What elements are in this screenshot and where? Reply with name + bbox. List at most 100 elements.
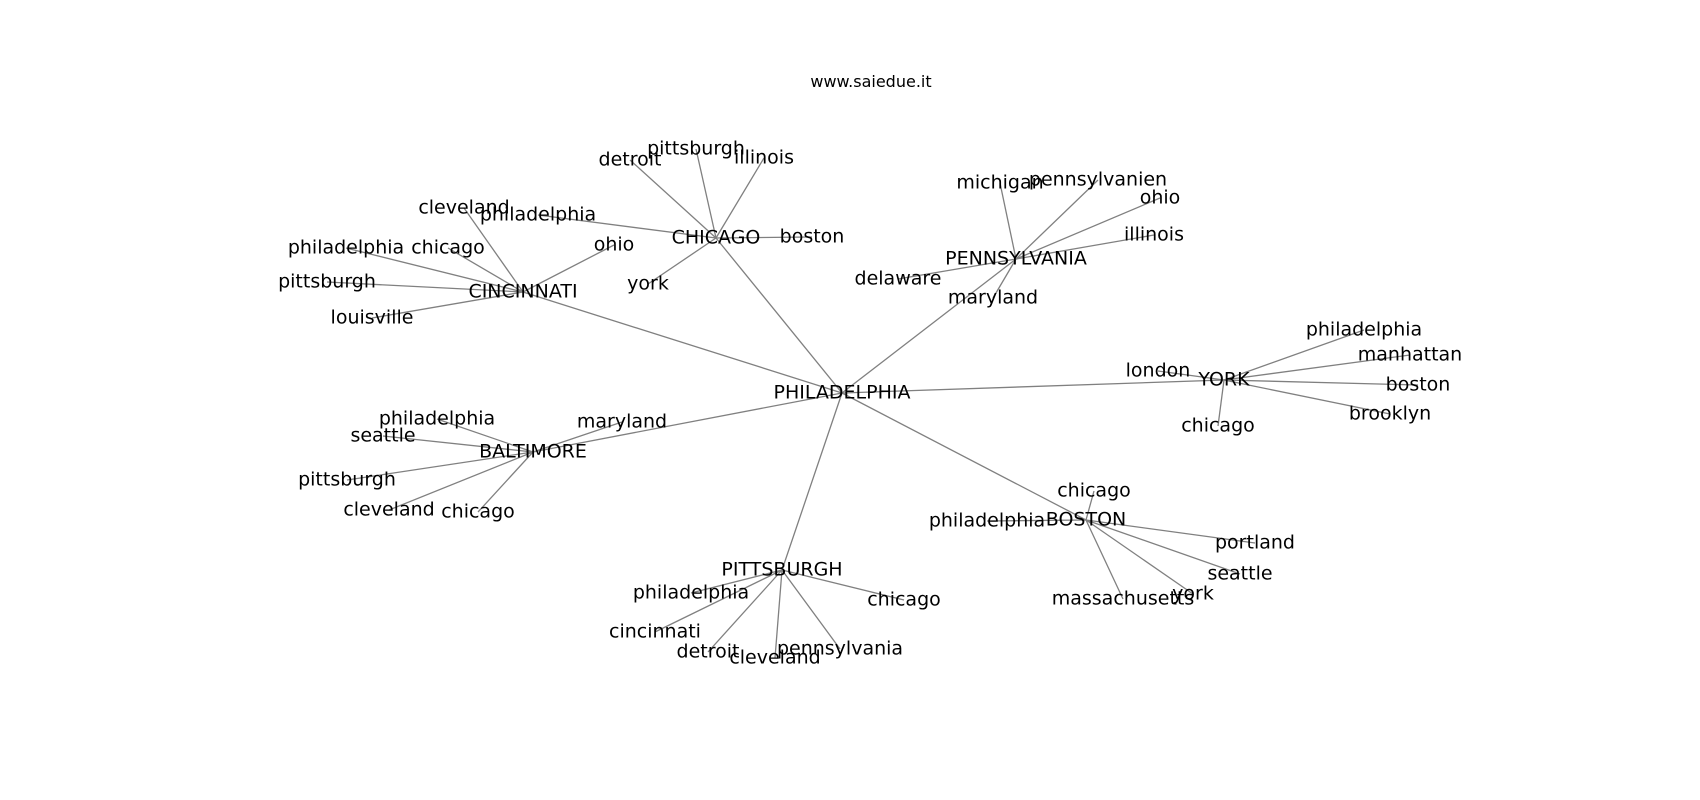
- node-label-pennsylvania-maryland: maryland: [948, 287, 1038, 309]
- edge-cincinnati-louisville: [371, 291, 524, 319]
- node-label-chicago-detroit: detroit: [599, 149, 662, 171]
- edge-pennsylvania-pennsylvanien: [1015, 179, 1099, 260]
- edge-baltimore-philadelphia: [436, 418, 534, 453]
- edge-york-manhattan: [1223, 354, 1411, 381]
- edge-york-chicago: [1217, 379, 1225, 427]
- edge-pittsburgh-detroit: [707, 569, 783, 653]
- edge-pennsylvania-michigan: [999, 182, 1017, 260]
- edge-chicago-illinois: [715, 157, 765, 239]
- node-label-pennsylvania-ohio: ohio: [1140, 187, 1181, 209]
- node-label-baltimore-philadelphia: philadelphia: [379, 408, 495, 430]
- edge-cincinnati-chicago: [447, 247, 524, 293]
- edge-baltimore-pittsburgh: [346, 451, 534, 481]
- node-label-chicago-pittsburgh: pittsburgh: [647, 138, 745, 160]
- edge-boston-massachusetts: [1085, 519, 1124, 600]
- node-label-baltimore-cleveland: cleveland: [343, 499, 434, 521]
- node-label-boston-chicago: chicago: [1057, 480, 1131, 502]
- node-label-hub-baltimore: BALTIMORE: [479, 441, 587, 463]
- edge-chicago-detroit: [629, 159, 717, 239]
- node-label-cincinnati-ohio: ohio: [594, 234, 635, 256]
- node-label-pennsylvania-michigan: michigan: [956, 172, 1043, 194]
- node-label-york-boston: boston: [1386, 374, 1451, 396]
- node-label-hub-chicago: CHICAGO: [672, 227, 761, 249]
- node-label-hub-york: YORK: [1197, 369, 1250, 391]
- node-label-pennsylvania-illinois: illinois: [1124, 224, 1184, 246]
- edge-boston-york: [1085, 519, 1194, 595]
- edge-cincinnati-ohio: [522, 244, 615, 293]
- edge-center-boston: [841, 392, 1087, 521]
- node-label-pittsburgh-cleveland: cleveland: [729, 647, 820, 669]
- node-label-pittsburgh-philadelphia: philadelphia: [633, 582, 749, 604]
- node-label-cincinnati-louisville: louisville: [331, 307, 414, 329]
- node-label-baltimore-pittsburgh: pittsburgh: [298, 469, 396, 491]
- node-label-chicago-philadelphia: philadelphia: [480, 204, 596, 226]
- edge-chicago-york: [647, 237, 717, 285]
- node-label-boston-seattle: seattle: [1207, 563, 1272, 585]
- node-label-pennsylvania-pennsylvanien: pennsylvanien: [1029, 169, 1167, 191]
- edge-boston-chicago: [1085, 490, 1095, 521]
- edge-pittsburgh-philadelphia: [690, 569, 783, 594]
- node-label-pennsylvania-delaware: delaware: [855, 268, 942, 290]
- edge-pittsburgh-chicago: [781, 569, 905, 601]
- node-label-boston-massachusetts: massachusetts: [1052, 588, 1195, 610]
- edge-york-london: [1157, 370, 1225, 381]
- edge-cincinnati-pittsburgh: [326, 281, 524, 293]
- edge-cincinnati-philadelphia: [345, 247, 524, 293]
- node-label-boston-philadelphia: philadelphia: [929, 510, 1045, 532]
- edge-boston-portland: [1085, 519, 1256, 544]
- edge-center-baltimore: [532, 392, 843, 453]
- node-label-baltimore-seattle: seattle: [350, 425, 415, 447]
- node-label-baltimore-chicago: chicago: [441, 501, 515, 523]
- node-label-hub-cincinnati: CINCINNATI: [468, 281, 577, 303]
- node-label-york-philadelphia: philadelphia: [1306, 319, 1422, 341]
- node-label-baltimore-maryland: maryland: [577, 411, 667, 433]
- edge-york-philadelphia: [1223, 329, 1365, 381]
- edge-boston-seattle: [1085, 519, 1241, 575]
- node-label-pittsburgh-pennsylvania: pennsylvania: [777, 638, 903, 660]
- edge-pennsylvania-maryland: [992, 258, 1017, 299]
- node-label-pittsburgh-chicago: chicago: [867, 589, 941, 611]
- node-label-cincinnati-philadelphia: philadelphia: [288, 237, 404, 259]
- edge-baltimore-chicago: [477, 451, 534, 513]
- edge-york-brooklyn: [1223, 379, 1391, 415]
- graph-edges: [326, 148, 1419, 659]
- edge-boston-philadelphia: [986, 519, 1087, 522]
- node-label-chicago-york: york: [627, 273, 669, 295]
- edge-york-boston: [1223, 379, 1419, 386]
- node-label-hub-pennsylvania: PENNSYLVANIA: [945, 248, 1087, 270]
- edge-center-pittsburgh: [781, 392, 843, 571]
- edge-center-pennsylvania: [841, 258, 1017, 394]
- edge-center-york: [841, 379, 1225, 394]
- node-label-hub-boston: BOSTON: [1046, 509, 1127, 531]
- edge-chicago-boston: [715, 236, 813, 239]
- node-label-boston-portland: portland: [1215, 532, 1295, 554]
- node-label-cincinnati-chicago: chicago: [411, 237, 485, 259]
- edge-pittsburgh-pennsylvania: [781, 569, 841, 650]
- node-label-york-manhattan: manhattan: [1358, 344, 1462, 366]
- node-label-pittsburgh-cincinnati: cincinnati: [609, 621, 701, 643]
- node-label-cincinnati-cleveland: cleveland: [418, 197, 509, 219]
- edge-pittsburgh-cleveland: [774, 569, 783, 659]
- edge-chicago-pittsburgh: [695, 148, 717, 239]
- edge-baltimore-cleveland: [388, 451, 534, 511]
- node-label-york-brooklyn: brooklyn: [1349, 403, 1431, 425]
- edge-baltimore-maryland: [532, 421, 623, 453]
- edge-pennsylvania-illinois: [1015, 234, 1155, 260]
- node-label-york-london: london: [1126, 360, 1191, 382]
- edge-cincinnati-cleveland: [463, 207, 524, 293]
- page-title: www.saiedue.it: [810, 72, 932, 91]
- node-label-cincinnati-pittsburgh: pittsburgh: [278, 271, 376, 293]
- node-label-york-chicago: chicago: [1181, 415, 1255, 437]
- node-label-chicago-illinois: illinois: [734, 147, 794, 169]
- edge-pennsylvania-delaware: [897, 258, 1017, 280]
- node-label-hub-pittsburgh: PITTSBURGH: [721, 559, 842, 581]
- edge-center-chicago: [715, 237, 843, 394]
- graph-labels: PHILADELPHIACINCINNATIclevelandphiladelp…: [278, 138, 1462, 669]
- node-label-pittsburgh-detroit: detroit: [677, 641, 740, 663]
- edge-center-cincinnati: [522, 291, 843, 394]
- edge-pennsylvania-ohio: [1015, 197, 1161, 260]
- edge-pittsburgh-cincinnati: [654, 569, 783, 633]
- node-label-chicago-boston: boston: [780, 226, 845, 248]
- node-label-boston-york: york: [1172, 583, 1214, 605]
